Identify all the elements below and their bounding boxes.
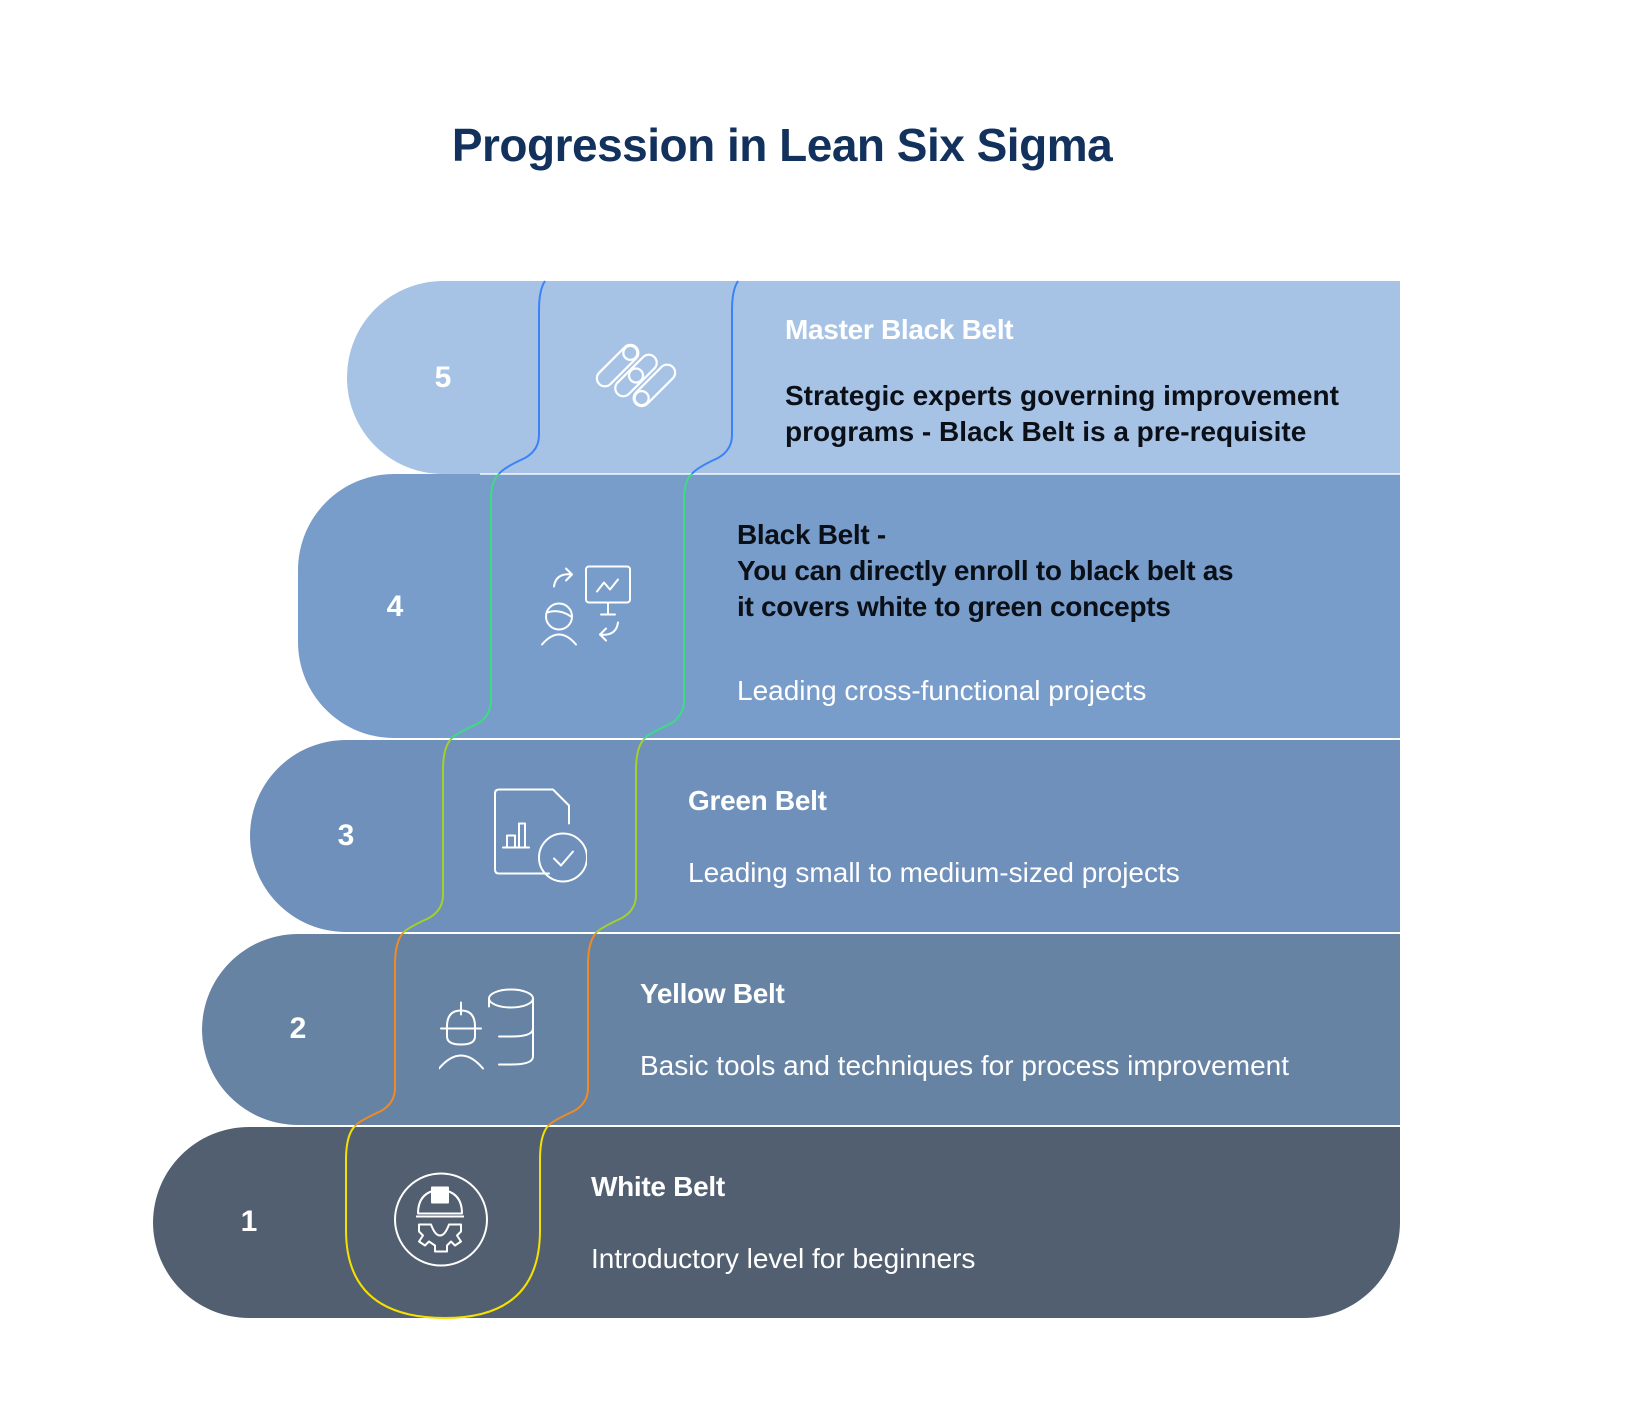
presentation-exchange-icon — [536, 555, 636, 660]
level-5-band — [347, 281, 1400, 474]
level-3-band — [250, 740, 1400, 932]
level-3-text: Green Belt Leading small to medium-sized… — [688, 783, 1368, 891]
level-1-description: Introductory level for beginners — [591, 1243, 976, 1274]
page-title: Progression in Lean Six Sigma — [451, 119, 1113, 171]
level-2-text: Yellow Belt Basic tools and techniques f… — [640, 976, 1380, 1084]
pipes-icon — [586, 326, 686, 431]
level-3-row — [250, 740, 1400, 932]
level-4-description: Leading cross-functional projects — [737, 675, 1147, 706]
level-1-number: 1 — [240, 1205, 258, 1238]
level-4-heading-line-2: You can directly enroll to black belt as — [737, 555, 1234, 586]
level-5-text: Master Black Belt Strategic experts gove… — [785, 312, 1385, 450]
level-5-number: 5 — [434, 361, 452, 394]
level-3-description: Leading small to medium-sized projects — [688, 857, 1180, 888]
level-2-row — [202, 934, 1400, 1125]
level-4-band — [298, 474, 1400, 738]
level-3-heading: Green Belt — [688, 785, 827, 816]
worker-database-icon — [438, 977, 539, 1082]
report-check-icon — [487, 784, 588, 889]
level-5-row — [347, 281, 1400, 474]
level-4-row — [298, 474, 1400, 738]
level-5-description-line-1: Strategic experts governing improvement — [785, 380, 1339, 411]
level-4-heading-line-3: it covers white to green concepts — [737, 591, 1171, 622]
level-1-heading: White Belt — [591, 1171, 725, 1202]
level-2-heading: Yellow Belt — [640, 978, 785, 1009]
level-4-heading-line-1: Black Belt - — [737, 519, 886, 550]
level-2-band — [202, 934, 1400, 1125]
level-4-text: Black Belt - You can directly enroll to … — [737, 517, 1357, 709]
level-3-number: 3 — [337, 819, 355, 852]
level-5-description-line-2: programs - Black Belt is a pre-requisite — [785, 416, 1307, 447]
level-4-number: 4 — [386, 590, 404, 623]
level-1-text: White Belt Introductory level for beginn… — [591, 1169, 1331, 1277]
helmet-gear-icon — [391, 1170, 491, 1275]
level-5-heading: Master Black Belt — [785, 314, 1014, 345]
level-2-description: Basic tools and techniques for process i… — [640, 1050, 1289, 1081]
level-2-number: 2 — [289, 1012, 307, 1045]
